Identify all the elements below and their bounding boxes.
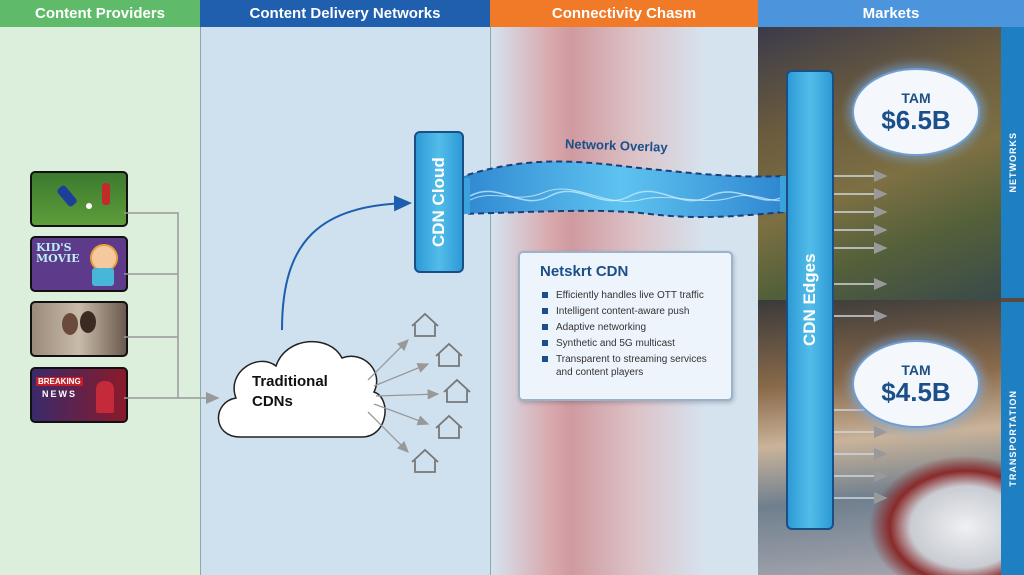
tam-networks-label: TAM: [901, 89, 931, 106]
house-icon: [411, 448, 439, 473]
header-markets: Markets: [758, 0, 1024, 27]
traditional-cdn-cloud: [217, 340, 386, 438]
list-item: Adaptive networking: [542, 321, 722, 334]
netskrt-cdn-box: Netskrt CDN Efficiently handles live OTT…: [518, 251, 733, 401]
list-item: Intelligent content-aware push: [542, 305, 722, 318]
header-content-providers: Content Providers: [0, 0, 200, 27]
news-label: NEWS: [42, 389, 77, 399]
list-item: Synthetic and 5G multicast: [542, 337, 722, 350]
thumbnail-romance: [30, 301, 128, 357]
thumbnail-kids-movie: KID'S MOVIE: [30, 236, 128, 292]
house-icon: [411, 312, 439, 337]
cdn-cloud-bar: CDN Cloud: [414, 131, 464, 273]
thumbnail-breaking-news: BREAKING NEWS: [30, 367, 128, 423]
traditional-cdns-label: Traditional CDNs: [252, 372, 328, 412]
networks-side-label: NETWORKS: [1001, 27, 1024, 298]
network-overlay-band: [457, 160, 786, 219]
list-item: Transparent to streaming services and co…: [542, 353, 722, 379]
transportation-side-label: TRANSPORTATION: [1001, 302, 1024, 575]
tam-transportation-value: $4.5B: [881, 376, 951, 407]
cdn-edges-bar: CDN Edges: [786, 70, 834, 530]
cloud-line-2: CDNs: [252, 393, 293, 410]
house-icon: [443, 378, 471, 403]
cloud-to-house-arrows: [367, 339, 440, 453]
tam-networks-value: $6.5B: [881, 104, 951, 135]
house-icon: [435, 414, 463, 439]
tam-transportation-label: TAM: [901, 361, 931, 378]
netskrt-feature-list: Efficiently handles live OTT traffic Int…: [542, 289, 722, 382]
cdn-edges-label: CDN Edges: [800, 253, 819, 347]
provider-connectors: [124, 212, 220, 404]
cdn-column: [200, 0, 491, 575]
cloud-line-1: Traditional: [252, 373, 328, 390]
transportation-side-text: TRANSPORTATION: [1007, 390, 1018, 487]
house-icon: [435, 342, 463, 367]
thumbnail-sports: [30, 171, 128, 227]
kids-movie-title: KID'S MOVIE: [36, 241, 80, 265]
cloud-to-cdn-arrow: [281, 195, 412, 331]
netskrt-title: Netskrt CDN: [540, 263, 629, 280]
tam-networks: TAM $6.5B: [852, 68, 980, 156]
list-item: Efficiently handles live OTT traffic: [542, 289, 722, 302]
train-shape: [868, 455, 1008, 575]
networks-side-text: NETWORKS: [1007, 132, 1018, 193]
cdn-cloud-label: CDN Cloud: [429, 157, 448, 247]
header-cdn: Content Delivery Networks: [200, 0, 490, 27]
house-icons: [411, 312, 471, 473]
header-chasm: Connectivity Chasm: [490, 0, 758, 27]
market-arrows: [832, 170, 888, 504]
breaking-label: BREAKING: [36, 377, 83, 386]
tam-transportation: TAM $4.5B: [852, 340, 980, 428]
